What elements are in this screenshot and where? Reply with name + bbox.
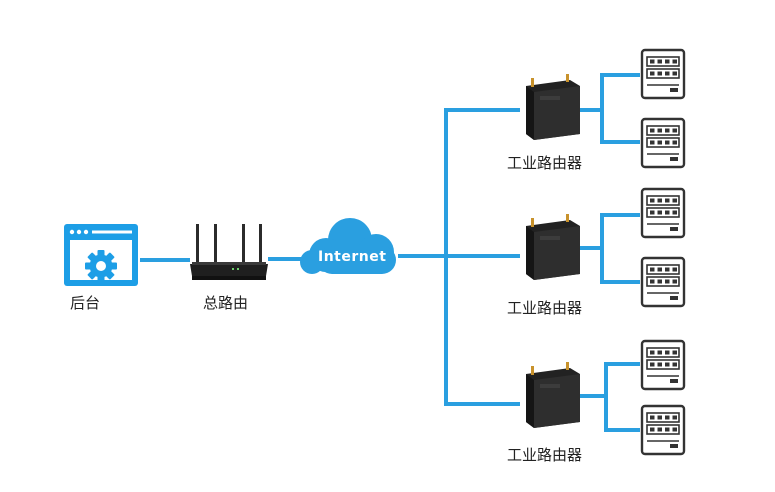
industrial-router-1-label: 工业路由器 [507,154,582,172]
main-router-node: 总路由 [190,224,268,312]
settings-window-icon [64,224,138,286]
server-icon [640,117,686,169]
backend-label: 后台 [70,294,100,312]
connection-lines [140,73,640,432]
industrial-router-3-label: 工业路由器 [507,446,582,464]
servers-group [640,48,686,456]
wifi-router-icon [190,224,268,280]
main-router-label: 总路由 [203,294,248,312]
internet-label: Internet [318,249,386,265]
industrial-router-icon [526,214,580,280]
cloud-icon [300,218,396,274]
internet-node: Internet [300,218,396,274]
industrial-router-2-label: 工业路由器 [507,299,582,317]
industrial-router-3: 工业路由器 [507,362,582,464]
backend-node: 后台 [64,224,138,312]
server-icon [640,256,686,308]
server-icon [640,404,686,456]
industrial-router-1: 工业路由器 [507,74,582,172]
server-icon [640,339,686,391]
server-icon [640,48,686,100]
industrial-router-icon [526,362,580,428]
industrial-router-2: 工业路由器 [507,214,582,317]
industrial-router-icon [526,74,580,140]
server-icon [640,187,686,239]
